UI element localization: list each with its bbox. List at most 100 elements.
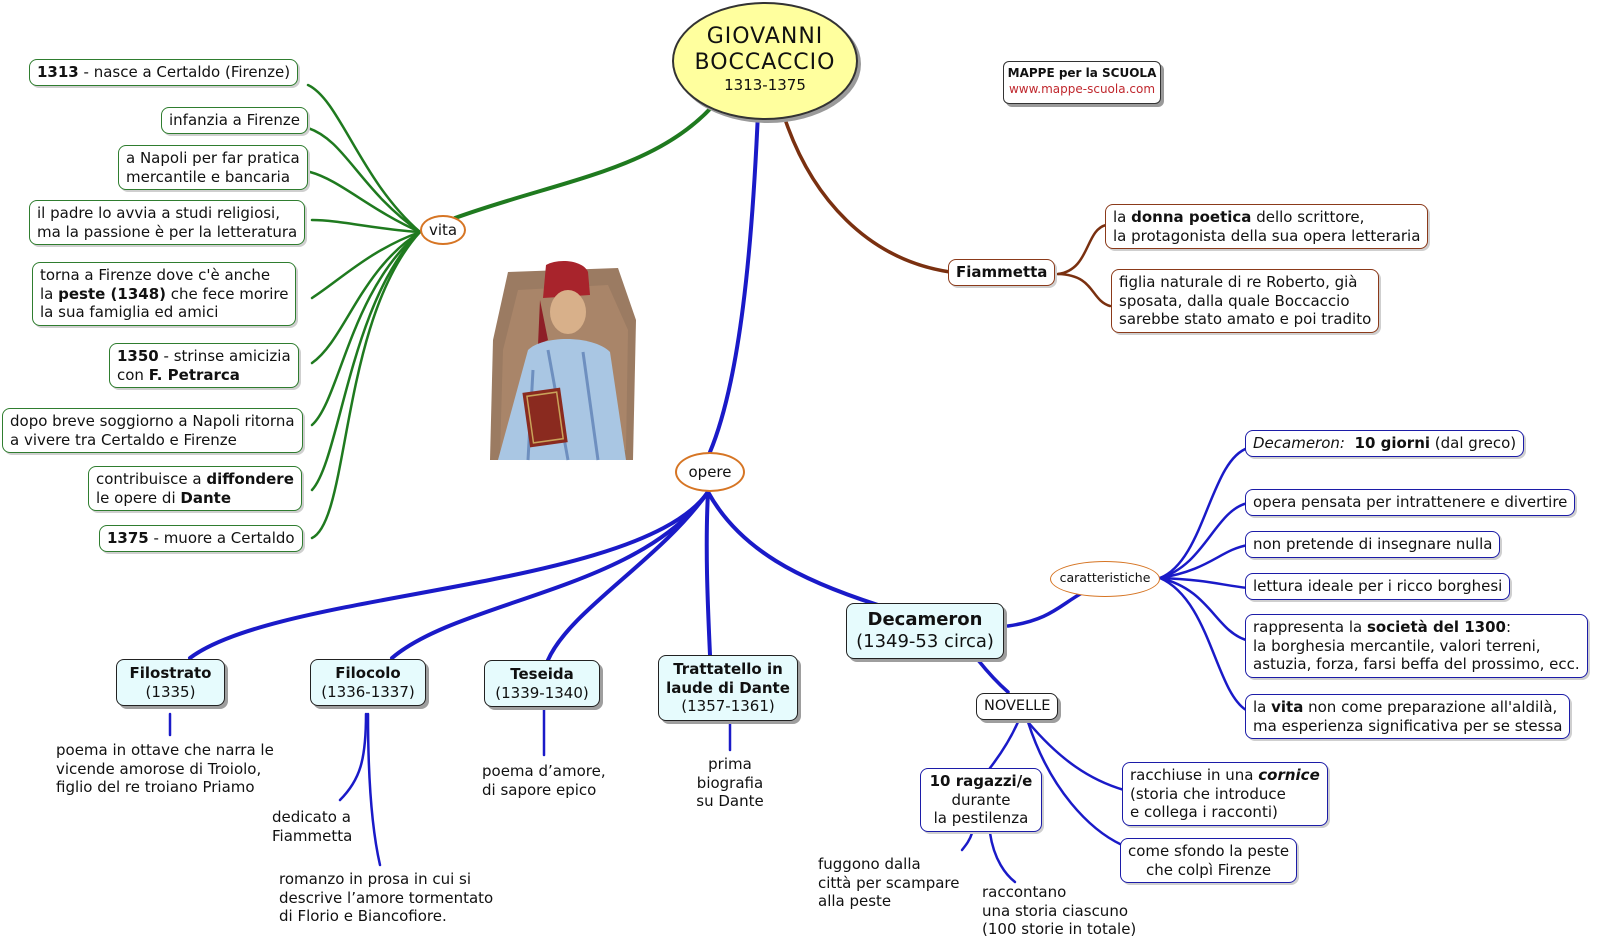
opere-node[interactable]: opere [675,452,745,492]
note-filocolo-dedicato: dedicato a Fiammetta [272,808,352,845]
vita-item-padre[interactable]: il padre lo avvia a studi religiosi, ma … [29,200,306,245]
fiammetta-item-donna[interactable]: la donna poetica dello scrittore, la pro… [1105,204,1429,249]
car-text: : [1505,618,1512,636]
work-title: Teseida [510,665,574,683]
car-item-societa[interactable]: rappresenta la società del 1300: la borg… [1245,614,1588,678]
car-text: non come preparazione all'aldilà, [1303,698,1558,716]
car-line: astuzia, forza, farsi beffa del prossimo… [1253,655,1580,673]
vita-item-line: dopo breve soggiorno a Napoli ritorna [10,412,295,430]
vita-item-infanzia[interactable]: infanzia a Firenze [161,107,308,134]
vita-item-torna[interactable]: torna a Firenze dove c'è anche la peste … [32,262,297,326]
note-raccontano: raccontano una storia ciascuno (100 stor… [982,883,1136,939]
note-line: fuggono dalla [818,855,921,873]
work-trattatello[interactable]: Trattatello in laude di Dante (1357-1361… [658,655,798,721]
caratteristiche-node[interactable]: caratteristiche [1050,561,1160,597]
link-fiammetta-donna [1056,223,1108,276]
note-filostrato: poema in ottave che narra le vicende amo… [56,741,274,797]
car-text: lettura ideale per i ricco borghesi [1253,577,1503,595]
note-line: di sapore epico [482,780,597,799]
dante: Dante [180,488,231,507]
logo-title: MAPPE per la SCUOLA [1007,66,1157,80]
novelle-ragazzi[interactable]: 10 ragazzi/e durante la pestilenza [920,768,1042,832]
link-vita-torna [310,230,422,300]
work-filocolo[interactable]: Filocolo (1336-1337) [310,659,426,706]
sfondo-line: come sfondo la peste [1128,842,1290,860]
link-car-societa [1158,576,1248,642]
fiammetta-node[interactable]: Fiammetta [948,259,1056,286]
vita-item-line: il padre lo avvia a studi religiosi, [37,204,280,222]
vita-item-1350[interactable]: 1350 - strinse amicizia con F. Petrarca [109,343,299,388]
vita-item-text: - muore a Certaldo [148,529,295,547]
donna-poetica: donna poetica [1131,208,1252,226]
car-item-lettura[interactable]: lettura ideale per i ricco borghesi [1245,573,1511,600]
fiammetta-line: sarebbe stato amato e poi tradito [1119,310,1372,328]
link-center-fiammetta [780,108,952,274]
vita-item-text: contribuisce a [96,470,207,488]
vita-item-text: - strinse amicizia [158,347,291,365]
link-vita-1375 [310,230,422,540]
petrarca: F. Petrarca [148,365,240,384]
vita-item-line: mercantile e bancaria [126,167,291,186]
work-title: Filocolo [335,664,401,682]
note-line: su Dante [696,792,764,810]
center-node-boccaccio[interactable]: GIOVANNI BOCCACCIO 1313-1375 [672,2,858,120]
logo-box[interactable]: MAPPE per la SCUOLA www.mappe-scuola.com [1003,61,1161,104]
car-line: ma esperienza significativa per se stess… [1253,716,1563,735]
vita-node[interactable]: vita [420,215,466,245]
note-line: prima [708,755,752,773]
cornice-bold: cornice [1258,766,1320,784]
note-line: poema d’amore, [482,762,606,780]
center-title-line1: GIOVANNI [706,24,824,49]
caratteristiche-label: caratteristiche [1059,570,1151,585]
work-years: (1336-1337) [321,682,415,701]
link-novelle-cornice [1026,720,1126,792]
vita-item-dopo[interactable]: dopo breve soggiorno a Napoli ritorna a … [2,408,303,453]
vita-item-line: a vivere tra Certaldo e Firenze [10,430,237,449]
note-line: città per scampare [818,873,960,892]
note-line: una storia ciascuno [982,901,1129,920]
work-teseida[interactable]: Teseida (1339-1340) [484,660,600,707]
vita-item-napoli[interactable]: a Napoli per far pratica mercantile e ba… [118,145,308,190]
opere-label: opere [688,463,732,481]
novelle-node[interactable]: NOVELLE [976,693,1059,720]
link-vita-1350 [310,230,422,365]
ragazzi-bold: 10 ragazzi/e [929,772,1033,790]
work-years: (1339-1340) [495,683,589,702]
car-item-vita[interactable]: la vita non come preparazione all'aldilà… [1245,694,1571,739]
car-text: (dal greco) [1434,434,1517,452]
link-vita-contribuisce [310,230,422,492]
car-text: la [1253,698,1272,716]
link-ragazzi-raccontano [988,831,1017,884]
vita-item-1313[interactable]: 1313 - nasce a Certaldo (Firenze) [29,59,299,86]
work-decameron[interactable]: Decameron (1349-53 circa) [846,603,1004,659]
link-vita-1313 [306,83,422,234]
year-1313: 1313 [37,63,79,81]
vita-item-text: la [40,284,59,303]
link-novelle-ragazzi [988,720,1020,770]
novelle-label: NOVELLE [984,698,1051,714]
fiammetta-line: la protagonista della sua opera letterar… [1113,226,1421,245]
vita-item-contribuisce[interactable]: contribuisce a diffondere le opere di Da… [88,466,302,511]
link-novelle-sfondo [1026,720,1124,847]
decameron-title: Decameron [867,609,983,630]
link-vita-dopo [310,230,422,427]
year-1375: 1375 [107,529,149,547]
link-opere-decameron [706,490,880,607]
work-filostrato[interactable]: Filostrato (1335) [116,659,225,706]
link-opere-teseida [546,490,710,662]
car-item-10-giorni[interactable]: Decameron: 10 giorni (dal greco) [1245,430,1525,457]
note-line: alla peste [818,892,892,910]
note-fuggono: fuggono dalla città per scampare alla pe… [818,855,959,911]
car-item-insegnare[interactable]: non pretende di insegnare nulla [1245,531,1501,558]
link-car-lettura [1158,576,1250,590]
link-center-opere [708,110,760,454]
car-item-intrattenere[interactable]: opera pensata per intrattenere e diverti… [1245,489,1576,516]
novelle-sfondo[interactable]: come sfondo la peste che colpì Firenze [1120,838,1298,883]
vita-item-1375[interactable]: 1375 - muore a Certaldo [99,525,303,552]
fiammetta-label: Fiammetta [956,263,1048,281]
decameron-years: (1349-53 circa) [856,631,994,652]
car-bold: 10 giorni [1354,434,1431,452]
fiammetta-item-figlia[interactable]: figlia naturale di re Roberto, già sposa… [1111,269,1380,333]
vita-item-line: a Napoli per far pratica [126,149,300,167]
novelle-cornice[interactable]: racchiuse in una cornice (storia che int… [1122,762,1328,826]
